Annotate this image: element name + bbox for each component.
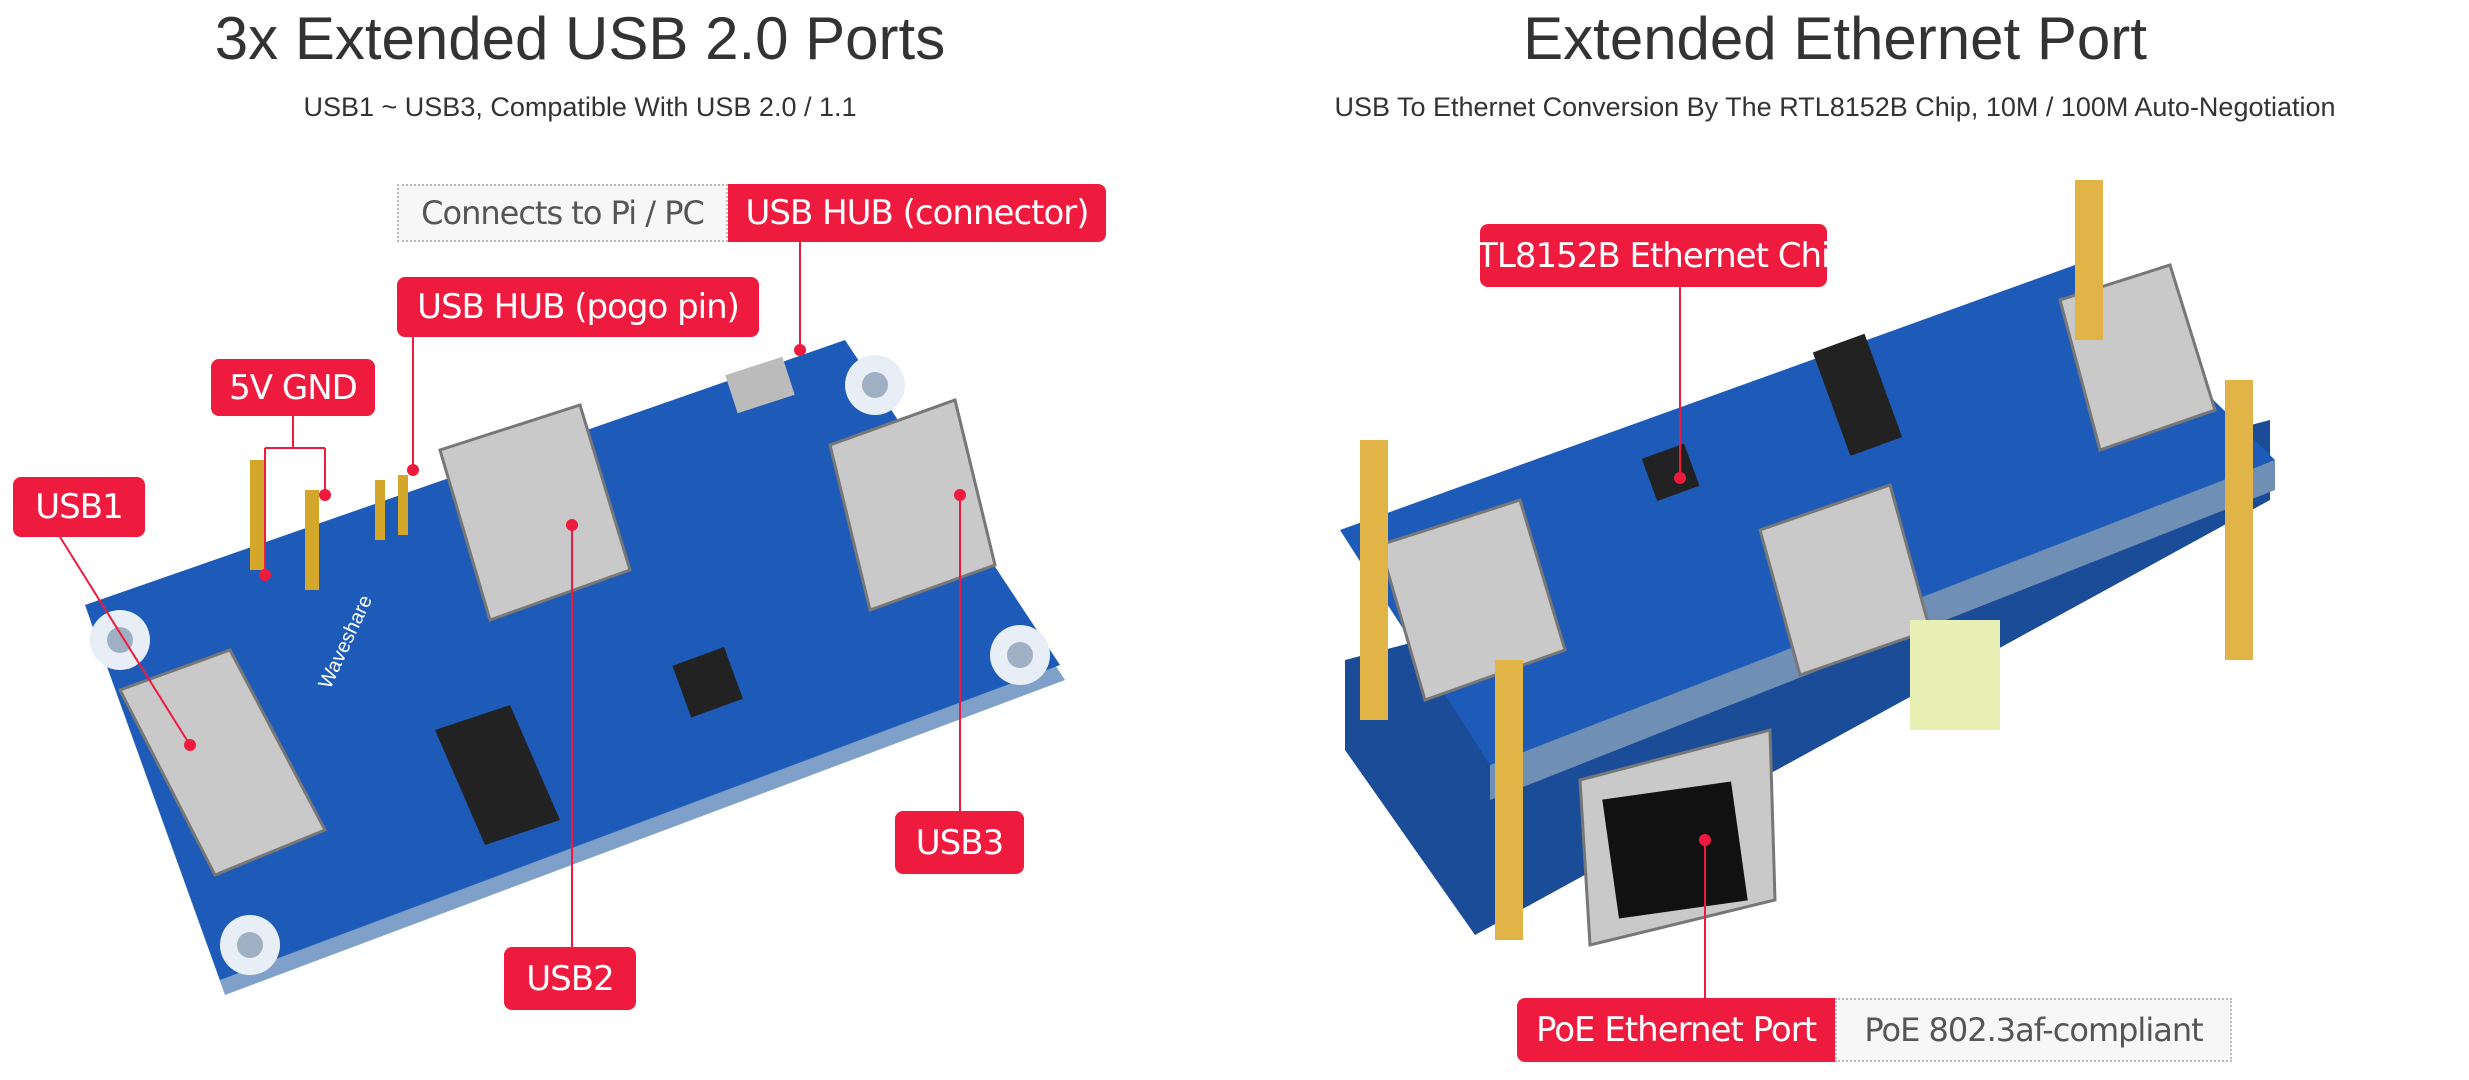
poe-ethernet-port-label: PoE Ethernet Port [1517,998,1835,1062]
usb-hub-pogo-pin-label: USB HUB (pogo pin) [397,277,759,337]
right-subtitle: USB To Ethernet Conversion By The RTL815… [1334,92,2336,122]
rtl8152b-chip-label: RTL8152B Ethernet Chip [1457,224,1851,287]
left-subtitle: USB1 ~ USB3, Compatible With USB 2.0 / 1… [303,92,857,122]
5v-gnd-label: 5V GND [211,359,375,416]
leader-lines [59,241,1711,998]
ethernet-board-image [1340,180,2275,947]
usb1-label: USB1 [13,477,145,537]
left-title: 3x Extended USB 2.0 Ports [214,5,946,72]
usb2-label: USB2 [504,947,636,1010]
usb-hub-board-image: Waveshare [85,340,1065,995]
right-title: Extended Ethernet Port [1523,5,2147,72]
usb3-label: USB3 [895,811,1024,874]
usb-hub-connector-label: USB HUB (connector) [728,184,1106,242]
connects-to-pi-note: Connects to Pi / PC [397,184,728,242]
poe-compliance-note: PoE 802.3af-compliant [1835,998,2232,1062]
